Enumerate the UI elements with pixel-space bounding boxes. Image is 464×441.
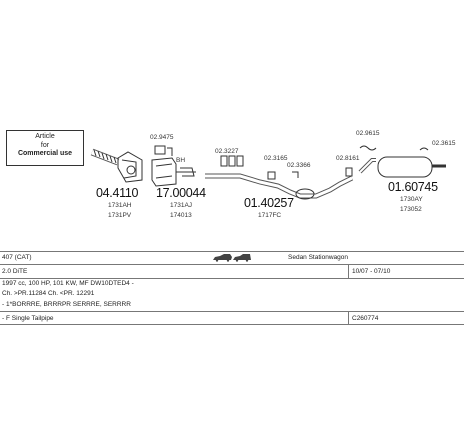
flex-pipe [90,148,120,166]
notes-cell: - 1*BORRRE, BRRRPR SERRRE, SERRRR [2,301,131,308]
label-02-9475: 02.9475 [150,134,174,141]
note-line-3: Commercial use [17,150,73,157]
gasket-a [154,145,166,155]
part-number-04-4110: 04.4110 [96,186,139,200]
note-line-1: Article [35,133,55,140]
middle-pipe [205,173,354,200]
particulate-filter [151,157,196,187]
engine-cell: 2.0 DiTE [2,268,28,275]
part-number-01-60745: 01.60745 [388,180,438,194]
label-02-3366: 02.3366 [287,162,311,169]
label-02-3165: 02.3165 [264,155,288,162]
label-02-9615: 02.9615 [356,130,380,137]
part-ref-1731ah: 1731AH [108,202,132,209]
body-type-cell: Sedan Stationwagon [288,254,348,261]
catalyst [117,151,143,183]
part-ref-1717fc: 1717FC [258,212,282,219]
part-ref-174013: 174013 [170,212,192,219]
column-divider [348,311,349,324]
clamp-c [292,171,299,178]
part-number-17-00044: 17.00044 [156,186,206,200]
label-02-3227: 02.3227 [215,148,239,155]
label-02-3615: 02.3615 [432,140,456,147]
hanger [359,145,377,151]
tailpipe-cell: - F Single Tailpipe [2,315,54,322]
spec-cell: 1997 cc, 100 HP, 101 KW, MF DW10DTED4 - [2,280,134,287]
part-ref-1730ay: 1730AY [400,196,423,203]
car-icon [212,253,252,264]
table-row: Ch. >PR.11284 Ch. <PR. 12291 [0,289,464,300]
column-divider [348,264,349,278]
exhaust-system-drawing [90,145,446,200]
code-cell: C260774 [352,315,379,322]
model-cell: 407 (CAT) [2,254,32,261]
date-range-cell: 10/07 - 07/10 [352,268,391,275]
table-row: 1997 cc, 100 HP, 101 KW, MF DW10DTED4 - [0,278,464,289]
table-bottom-border [0,324,464,325]
table-row: 2.0 DiTE 10/07 - 07/10 [0,264,464,278]
rear-muffler [345,145,446,178]
hanger-2 [419,147,429,151]
label-bh: BH [176,157,186,164]
part-ref-173052: 173052 [400,206,422,213]
table-row: - 1*BORRRE, BRRRPR SERRRE, SERRRR [0,300,464,311]
table-row: - F Single Tailpipe C260774 [0,311,464,324]
chassis-cell: Ch. >PR.11284 Ch. <PR. 12291 [2,290,95,297]
note-box: Article for Commercial use [6,130,84,166]
pipe-stub [167,147,173,156]
label-02-8161: 02.8161 [336,155,360,162]
table-row: 407 (CAT) Sedan Stationwagon [0,251,464,264]
part-ref-1731pv: 1731PV [108,212,132,219]
clamp-set [220,155,244,167]
part-number-01-40257: 01.40257 [244,196,294,210]
note-line-2: for [40,141,50,149]
exhaust-diagram: Article for Commercial use 02.9475 BH 02… [6,130,456,219]
part-ref-1731aj: 1731AJ [170,202,193,209]
clamp-b [267,171,276,180]
